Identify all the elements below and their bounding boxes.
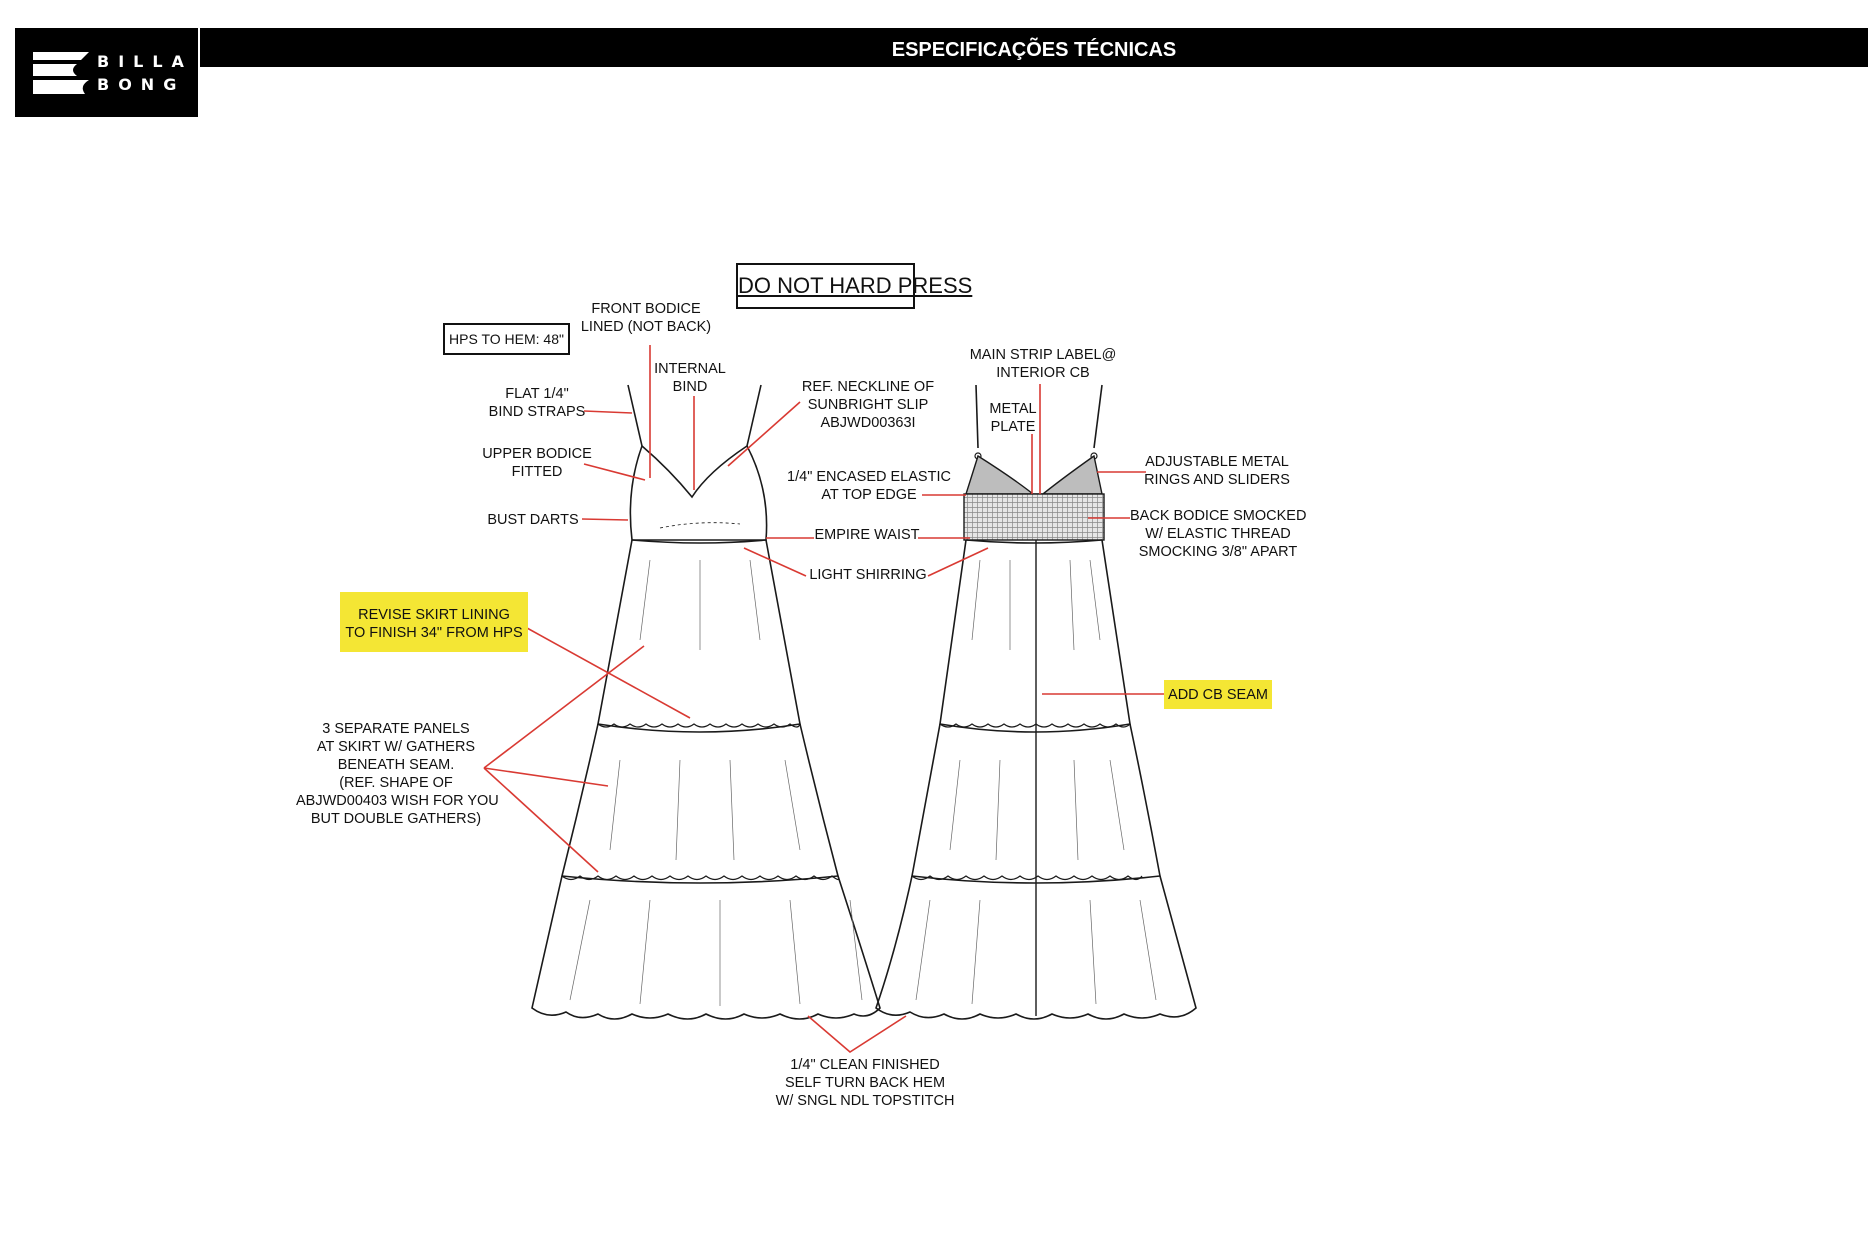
back-dress-sketch — [875, 384, 1197, 1020]
label-main-label: MAIN STRIP LABEL@INTERIOR CB — [969, 347, 1117, 381]
label-flat-straps: FLAT 1/4"BIND STRAPS — [488, 386, 586, 420]
label-light-shirring: LIGHT SHIRRING — [809, 567, 927, 583]
back-tier3 — [875, 875, 1197, 1020]
front-dart-hint — [659, 522, 741, 529]
leader-hem — [807, 1015, 907, 1053]
leader-panels-2 — [483, 767, 609, 787]
front-tier2 — [560, 723, 840, 884]
back-tier2 — [911, 723, 1161, 884]
hps-to-hem-box: HPS TO HEM: 48" — [443, 323, 570, 355]
callout-lines — [483, 345, 1164, 1053]
leader-light-shirring-back — [927, 547, 989, 577]
leader-upper-bodice — [583, 463, 646, 481]
label-bust-darts: BUST DARTS — [487, 512, 579, 528]
brand-wordmark: BILLA BONG — [97, 52, 193, 94]
back-smocked-panel — [963, 493, 1105, 541]
front-tier1 — [597, 539, 801, 733]
front-waist-seam — [631, 539, 767, 544]
back-upper-bodice — [965, 454, 1103, 499]
front-neckline — [641, 445, 748, 499]
front-strap-left — [627, 384, 643, 447]
highlight-add-cb-seam: ADD CB SEAM — [1164, 680, 1272, 709]
front-bodice — [629, 445, 768, 541]
leader-light-shirring-front — [743, 547, 807, 577]
back-tier1 — [939, 539, 1131, 733]
page-title: ESPECIFICAÇÕES TÉCNICAS — [200, 28, 1868, 67]
front-tier3 — [531, 875, 881, 1020]
back-waist-seam — [965, 539, 1103, 544]
leader-ref-neckline — [727, 401, 801, 467]
back-strap-left — [975, 384, 979, 449]
brand-logo: BILLA BONG — [15, 28, 198, 117]
label-empire-waist: EMPIRE WAIST — [814, 527, 920, 543]
leader-flat-straps — [583, 410, 633, 414]
do-not-hard-press-box: DO NOT HARD PRESS — [736, 263, 972, 309]
wave-logo-icon — [33, 52, 89, 94]
front-dress-sketch — [531, 384, 881, 1020]
back-strap-right — [1093, 384, 1103, 449]
leader-panels-1 — [483, 645, 645, 769]
front-strap-right — [746, 384, 762, 447]
leader-panels-3 — [483, 767, 599, 873]
leader-bust-darts — [581, 518, 629, 521]
